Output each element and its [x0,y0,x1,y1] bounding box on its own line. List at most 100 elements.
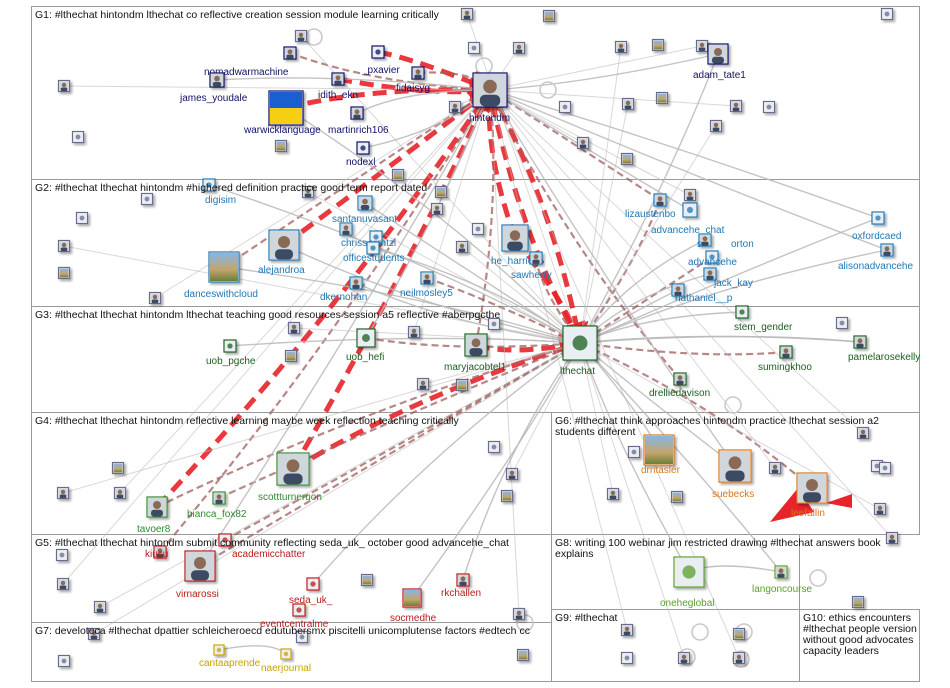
minor-node[interactable] [301,185,315,199]
minor-node[interactable] [284,349,298,363]
node-cantaaprende[interactable]: cantaaprende [199,644,261,669]
minor-node[interactable] [471,222,485,236]
minor-node[interactable] [93,600,107,614]
minor-node[interactable] [627,445,641,459]
node-adam_tate1[interactable]: adam_tate1 [693,43,746,81]
node-jack_kay[interactable]: jack_kay [703,267,753,289]
minor-node[interactable] [460,7,474,21]
node-langoncourse[interactable]: langoncourse [752,565,812,595]
minor-node[interactable] [512,41,526,55]
minor-node[interactable] [467,41,481,55]
minor-node[interactable] [360,573,374,587]
minor-node[interactable] [56,486,70,500]
minor-node[interactable] [140,192,154,206]
node-tavoer8[interactable]: tavoer8 [137,496,171,535]
node-lthechat[interactable]: lthechat [560,325,598,377]
minor-node[interactable] [709,119,723,133]
minor-node[interactable] [407,325,421,339]
node-maryjacobtel1[interactable]: maryjacobtel1 [444,333,507,373]
node-eventcentralme[interactable]: eventcentralme [260,603,329,630]
minor-node[interactable] [873,502,887,516]
minor-node[interactable] [75,211,89,225]
minor-node[interactable] [455,378,469,392]
node-alisonadvancehe[interactable]: alisonadvancehe [838,243,913,272]
node-hintondm[interactable]: hintondm [469,72,510,124]
minor-node[interactable] [732,627,746,641]
minor-node[interactable] [113,486,127,500]
minor-node[interactable] [500,489,514,503]
node-officestudents[interactable]: officestudents [343,241,405,264]
minor-node[interactable] [505,467,519,481]
minor-node[interactable] [856,426,870,440]
minor-node[interactable] [655,91,669,105]
node-neilmosley5[interactable]: neilmosley5 [400,271,453,299]
minor-node[interactable] [670,490,684,504]
minor-node[interactable] [683,188,697,202]
node-leefallin[interactable]: leefallin [791,472,828,519]
node-suebecks[interactable]: suebecks [712,449,754,500]
node-drntasler[interactable]: drntasler [641,434,681,476]
node-dkernohan[interactable]: dkernohan [320,276,367,303]
minor-node[interactable] [651,38,665,52]
minor-node[interactable] [835,316,849,330]
node-seda_uk_[interactable]: seda_uk_ [289,577,333,606]
minor-node[interactable] [512,607,526,621]
node-bianca_fox82[interactable]: bianca_fox82 [187,491,247,520]
node-santanuvasant[interactable]: santanuvasant [332,195,397,225]
minor-node[interactable] [448,100,462,114]
minor-node[interactable] [57,79,71,93]
minor-node[interactable] [295,630,309,644]
node-nomadwarmachine[interactable]: nomadwarmachine [204,46,297,78]
node-advancehe[interactable]: advancehe [688,250,737,268]
minor-node[interactable] [274,139,288,153]
node-fidaisyg[interactable]: fidaisyg [396,66,430,94]
node-uob_hefi[interactable]: uob_hefi [346,328,384,363]
minor-node[interactable] [614,40,628,54]
minor-node[interactable] [148,291,162,305]
node-scottturneruon[interactable]: scottturneruon [258,452,322,503]
node-sawherry[interactable]: sawherry [511,251,552,281]
minor-node[interactable] [695,39,709,53]
node-warwicklanguage[interactable]: warwicklanguage [243,90,321,136]
minor-node[interactable] [620,623,634,637]
minor-node[interactable] [606,487,620,501]
node-idith_ekn[interactable]: idith_ekn [318,72,358,101]
node-oneheglobal[interactable]: oneheglobal [660,556,715,609]
minor-node[interactable] [516,648,530,662]
minor-node[interactable] [55,548,69,562]
minor-node[interactable] [487,440,501,454]
node-socmedhe[interactable]: socmedhe [390,588,437,624]
node-danceswithcloud[interactable]: danceswithcloud [184,251,258,300]
node-nodexl[interactable]: nodexl [346,141,375,168]
node-nathaniel__p[interactable]: nathaniel__p [671,283,733,304]
minor-node[interactable] [729,99,743,113]
minor-node[interactable] [677,651,691,665]
minor-node[interactable] [620,651,634,665]
node-james_youdale[interactable]: james_youdale [179,72,248,104]
node-alejandroa[interactable]: alejandroa [258,229,305,276]
node-_pxavier[interactable]: _pxavier [361,45,400,76]
minor-node[interactable] [620,152,634,166]
minor-node[interactable] [880,7,894,21]
minor-node[interactable] [57,266,71,280]
minor-node[interactable] [430,202,444,216]
node-naerjournal[interactable]: naerjournal [261,648,311,674]
node-kiusu[interactable]: kiusu [145,545,168,560]
minor-node[interactable] [71,130,85,144]
minor-node[interactable] [885,531,899,545]
node-oxfordcaed[interactable]: oxfordcaed [852,211,901,242]
node-virnarossi[interactable]: virnarossi [176,550,219,600]
node-sumingkhoo[interactable]: sumingkhoo [758,345,812,373]
minor-node[interactable] [558,100,572,114]
minor-node[interactable] [111,461,125,475]
minor-node[interactable] [732,651,746,665]
node-academicchatter[interactable]: academicchatter [218,533,306,560]
node-martinrich106[interactable]: martinrich106 [328,106,389,136]
node-drelliedavison[interactable]: drelliedavison [649,372,710,399]
minor-node[interactable] [287,321,301,335]
node-rkchallen[interactable]: rkchallen [441,573,481,599]
node-lizaustenbo[interactable]: lizaustenbo [625,193,676,220]
minor-node[interactable] [878,461,892,475]
